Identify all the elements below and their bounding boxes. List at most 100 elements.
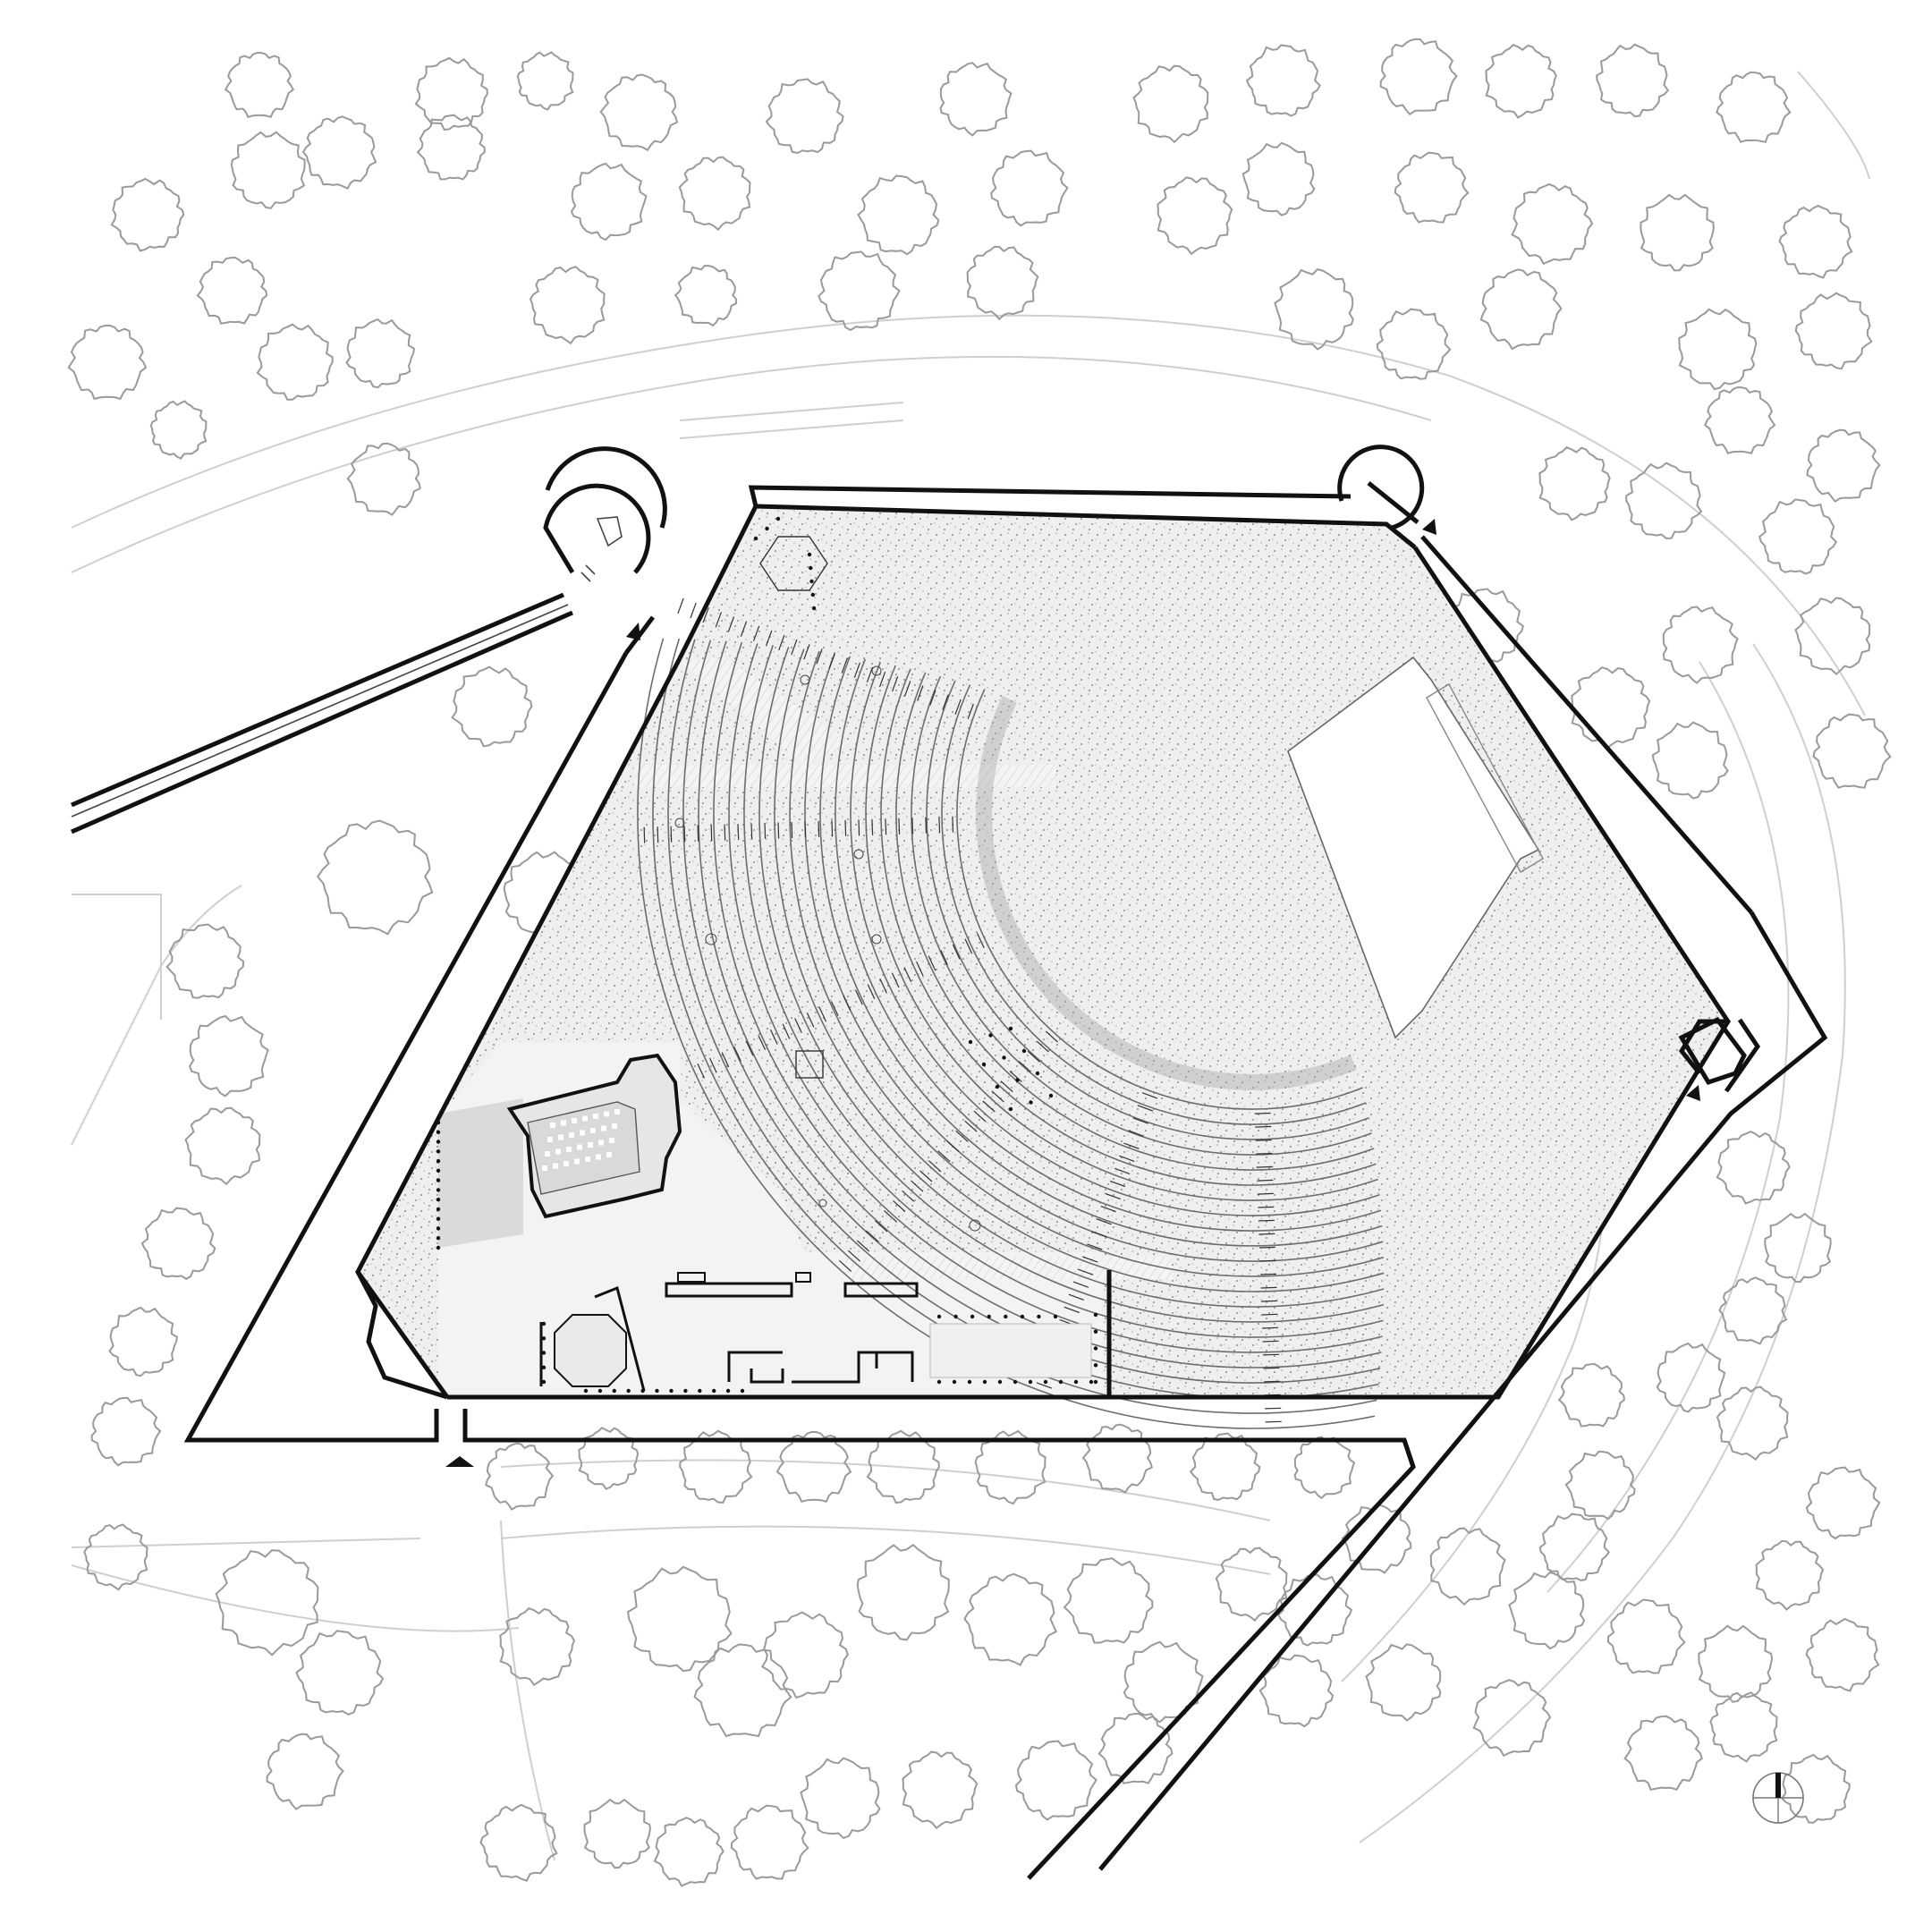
tree-canopy [1274,267,1354,351]
tree-canopy [1806,428,1881,503]
tree-canopy [451,665,533,748]
tree-canopy [1189,1432,1261,1501]
column [775,516,781,521]
tree-canopy [1571,666,1651,750]
tree-canopy [165,923,245,999]
seating-row [850,661,1380,1216]
trees [67,38,1892,1887]
tree-canopy [188,1014,269,1097]
tree-canopy [295,1630,385,1716]
seating-row [789,650,1385,1277]
column [541,1321,547,1326]
column [436,1198,441,1202]
tree-canopy [1755,1539,1825,1611]
stage-deck [1426,683,1544,873]
church [506,1053,682,1219]
column [981,1062,987,1067]
seating-row [637,638,1376,1429]
seating-row [819,656,1383,1247]
column [436,1178,441,1182]
tree-canopy [1607,1598,1686,1674]
column [1089,1379,1094,1385]
tree-canopy [1485,44,1557,119]
column [669,1388,674,1394]
tree-canopy [1781,1753,1851,1824]
seating-row [698,640,1382,1368]
bastion-stairs [580,516,623,582]
tree-canopy [599,73,679,152]
tree-canopy [316,819,434,936]
column [1093,1363,1098,1368]
column [753,536,758,541]
tree-canopy [1805,1466,1881,1540]
column [436,1216,441,1221]
tree-canopy [1511,182,1594,266]
aisle-stair [838,1030,1058,1272]
column [765,526,769,531]
column [1048,1093,1054,1098]
tree-canopy [1678,308,1758,391]
column [1073,1379,1079,1385]
column [1008,1026,1013,1031]
seating-row [804,653,1384,1262]
tree-canopy [301,115,377,191]
tree-canopy [416,114,486,181]
tree-canopy [479,1803,558,1882]
tree-canopy [990,149,1069,227]
column [809,579,814,584]
north-arrow-icon [1752,1772,1804,1824]
tree-canopy [1379,38,1458,116]
tree-canopy [346,442,421,516]
tree-canopy [149,400,208,460]
tree-canopy [674,265,738,327]
tree-canopy [1716,1385,1789,1462]
tree-canopy [1014,1740,1097,1821]
column [436,1168,441,1174]
tree-canopy [1241,141,1316,216]
column [1043,1379,1048,1385]
tree-canopy [1293,1436,1356,1500]
tree-canopy [678,156,751,232]
tree-canopy [1718,1276,1788,1345]
column [583,1388,589,1394]
tree-canopy [1538,445,1611,521]
column [982,1379,987,1385]
tree-canopy [1157,176,1233,256]
seating-row [835,658,1382,1232]
column [987,1314,991,1319]
seating-walkway [976,695,1357,1090]
column [597,1388,603,1394]
tree-canopy [1651,721,1729,800]
tree-canopy [1640,193,1715,272]
column [936,1379,942,1385]
aisle-stair [1254,1112,1282,1423]
seating-row [956,689,1363,1110]
pew [566,1147,572,1152]
fortress-walls [183,445,1828,1880]
tree-canopy [693,1643,792,1738]
seating-row [743,645,1385,1323]
column [541,1351,547,1355]
column [626,1388,631,1394]
column [640,1388,645,1394]
pew [580,1130,585,1136]
tree-canopy [1063,1557,1154,1644]
tree-canopy [775,1431,852,1503]
column [1093,1329,1098,1335]
aisle-stair [643,816,954,843]
pew [542,1165,547,1171]
tree-canopy [966,245,1039,321]
tree-canopy [1794,292,1873,370]
tree-canopy [1716,71,1792,143]
tree-canopy [1656,1342,1726,1413]
pew [577,1144,582,1150]
pew [553,1163,558,1169]
column [968,1039,973,1045]
column [995,1084,1000,1089]
column [988,1033,993,1038]
tree-canopy [1123,1640,1204,1724]
pew [588,1142,593,1148]
amphitheatre-seating [637,638,1385,1429]
column [1015,1078,1020,1082]
tree-canopy [627,1565,733,1673]
